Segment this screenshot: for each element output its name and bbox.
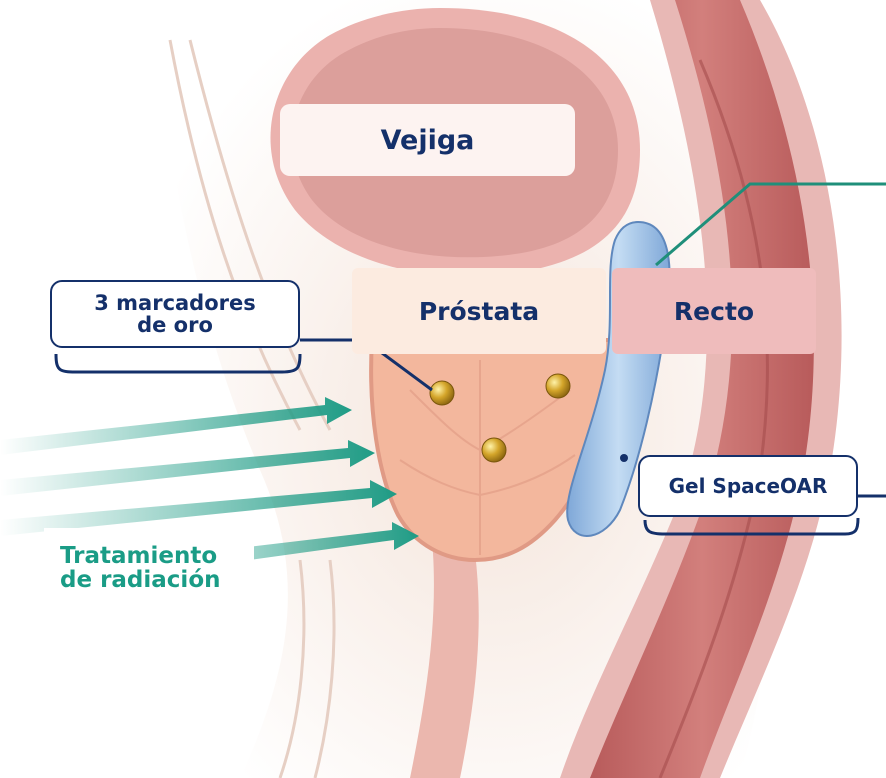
radiation-treatment-label: Tratamiento de radiación (44, 528, 254, 608)
gold-marker-3 (482, 438, 506, 462)
prostate-label: Próstata (352, 268, 606, 354)
spaceoar-gel-label: Gel SpaceOAR (638, 455, 858, 517)
bladder-label: Vejiga (280, 104, 575, 176)
gold-marker-1 (430, 381, 454, 405)
rectum-label: Recto (612, 268, 816, 354)
gold-markers-label-line1: 3 marcadores (94, 292, 256, 314)
radiation-label-line1: Tratamiento (60, 544, 221, 568)
radiation-label-line2: de radiación (60, 568, 221, 592)
gold-marker-2 (546, 374, 570, 398)
gold-markers-label-line2: de oro (94, 314, 256, 336)
gold-markers-label: 3 marcadores de oro (50, 280, 300, 348)
gel-pointer-dot (620, 454, 628, 462)
